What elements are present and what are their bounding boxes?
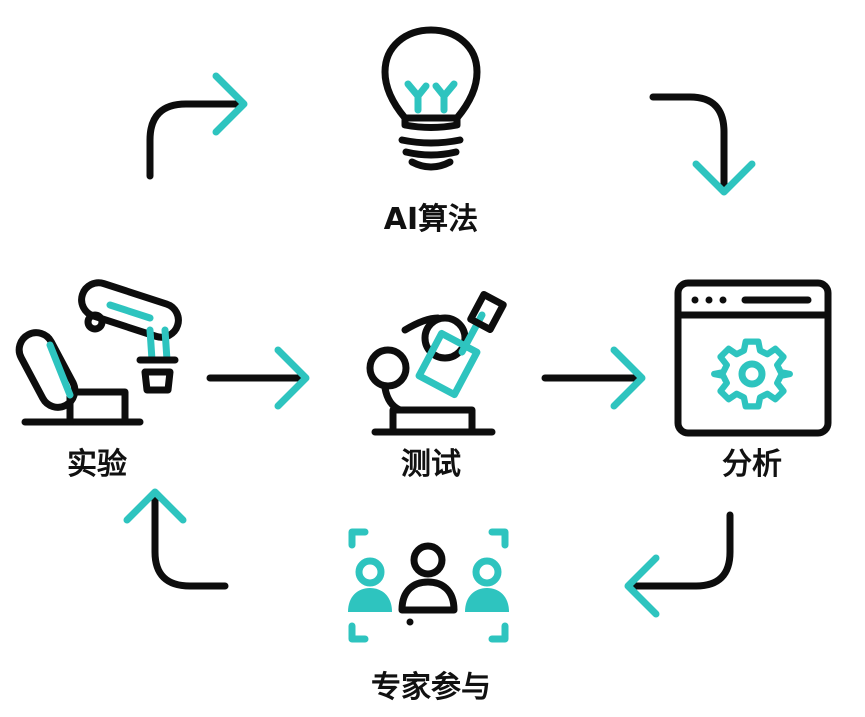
- arrow-ai-to-analysis: [649, 93, 756, 196]
- arrow-experiment-to-ai: [146, 72, 248, 180]
- arrow-experiment-to-testing: [206, 346, 310, 410]
- expert-group-icon: [348, 528, 509, 643]
- microscope-icon: [366, 290, 507, 436]
- node-label-ai-algorithm: AI算法: [383, 202, 479, 237]
- arrow-analysis-to-expert: [624, 511, 734, 618]
- node-label-analysis: 分析: [722, 447, 782, 482]
- node-label-testing: 测试: [401, 447, 461, 482]
- lightbulb-icon: [381, 26, 481, 171]
- arrow-testing-to-analysis: [541, 346, 646, 410]
- node-label-expert: 专家参与: [371, 670, 491, 705]
- robot-arm-icon: [15, 279, 182, 426]
- node-label-experiment: 实验: [67, 447, 127, 482]
- settings-window-icon: [674, 279, 832, 437]
- arrow-expert-to-experiment: [123, 488, 229, 590]
